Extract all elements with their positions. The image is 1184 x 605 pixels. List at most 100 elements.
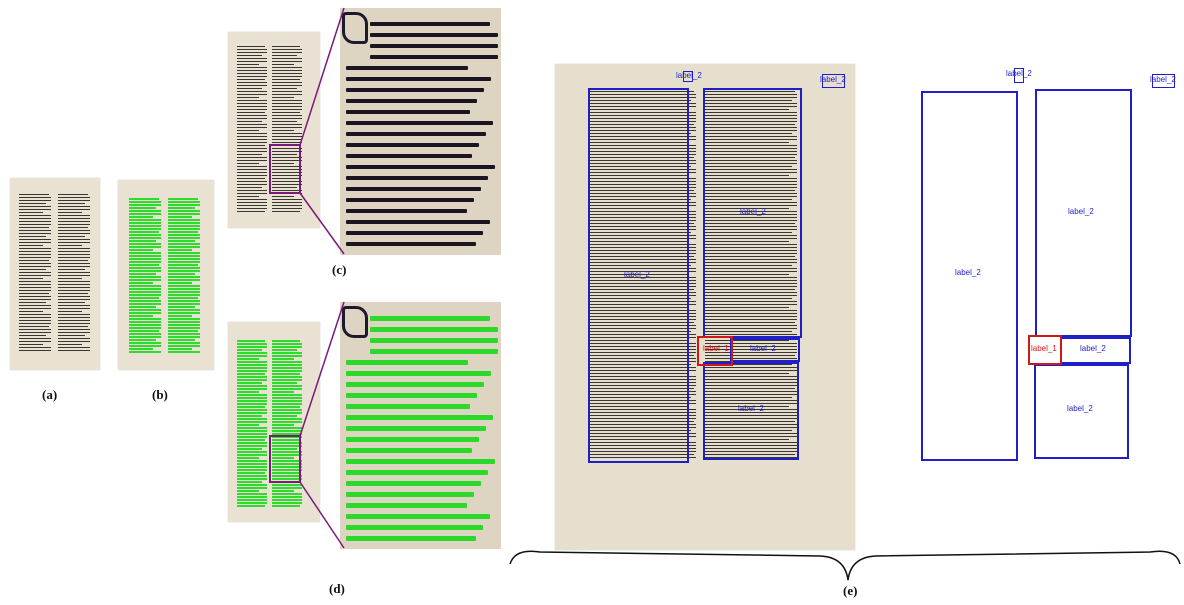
text-line [19, 269, 46, 270]
text-line [19, 212, 43, 213]
zoomed-text-line [346, 437, 479, 442]
text-line [129, 243, 161, 245]
text-line [19, 344, 43, 345]
text-line [168, 210, 200, 212]
text-line [705, 232, 792, 233]
text-line [58, 323, 90, 324]
text-line [705, 286, 797, 287]
text-line [272, 463, 302, 465]
text-line [237, 466, 267, 468]
text-line [590, 91, 694, 92]
zoomed-text-line [346, 415, 493, 420]
text-line [590, 421, 694, 422]
text-line [590, 451, 696, 452]
text-line [705, 109, 789, 110]
text-line [237, 136, 267, 137]
text-line [272, 478, 302, 480]
text-line [272, 358, 294, 360]
text-line [590, 262, 696, 263]
text-line [237, 448, 262, 450]
text-line [272, 340, 300, 342]
text-line [58, 290, 90, 291]
text-line [58, 281, 90, 282]
text-line [168, 273, 195, 275]
layout-box-initial [1028, 335, 1062, 365]
text-line [237, 487, 267, 489]
text-line [705, 391, 797, 392]
text-line [705, 394, 797, 395]
text-line [237, 139, 267, 140]
zoomed-text-line [346, 154, 472, 158]
text-line [129, 342, 161, 344]
text-line [705, 115, 797, 116]
text-line [237, 76, 267, 77]
text-line [237, 85, 267, 86]
text-line [705, 325, 797, 326]
text-line [705, 349, 797, 350]
text-line [58, 254, 90, 255]
text-line [705, 181, 797, 182]
text-line [590, 412, 696, 413]
text-line [129, 270, 161, 272]
caption-c: (c) [332, 262, 347, 277]
text-line [129, 210, 161, 212]
text-line [129, 288, 161, 290]
text-line [705, 439, 789, 440]
text-line [237, 112, 265, 113]
text-line [58, 317, 90, 318]
text-line [168, 315, 192, 317]
text-line [705, 202, 797, 203]
text-line [272, 499, 302, 501]
photo-box-left-column [588, 88, 689, 463]
text-line [168, 264, 198, 266]
text-line [590, 289, 694, 290]
text-line [590, 373, 688, 374]
zoomed-text-line [370, 349, 498, 354]
text-line [129, 225, 161, 227]
text-line [272, 130, 294, 131]
text-line [590, 145, 696, 146]
text-line [237, 73, 267, 74]
text-line [19, 272, 51, 273]
text-line [590, 208, 688, 209]
text-line [19, 245, 43, 246]
text-line [272, 70, 302, 71]
photo-label-initial: label_1 [703, 344, 729, 353]
text-line [272, 445, 302, 447]
text-line [129, 219, 161, 221]
text-line [237, 64, 259, 65]
text-line [272, 85, 302, 86]
text-line [590, 322, 694, 323]
text-line [237, 157, 267, 158]
text-line [590, 355, 694, 356]
zoomed-text-line [346, 143, 479, 147]
text-line [705, 379, 797, 380]
text-line [168, 294, 200, 296]
text-line [272, 343, 302, 345]
text-line [272, 457, 294, 459]
text-line [129, 234, 161, 236]
text-line [705, 385, 797, 386]
text-line [590, 232, 691, 233]
text-line [705, 448, 797, 449]
text-line [705, 445, 797, 446]
text-line [705, 97, 797, 98]
text-line [19, 230, 51, 231]
text-line [58, 194, 88, 195]
text-line [58, 266, 90, 267]
text-line [237, 490, 259, 492]
text-line [237, 169, 267, 170]
text-line [58, 212, 82, 213]
text-line [590, 280, 696, 281]
text-line [237, 442, 267, 444]
text-line [237, 454, 267, 456]
text-line [272, 415, 297, 417]
text-line [590, 124, 694, 125]
text-line [272, 88, 297, 89]
text-line [58, 305, 90, 306]
text-line [590, 241, 688, 242]
text-line [237, 175, 267, 176]
text-line [129, 204, 161, 206]
photo-label-right-bottom: label_2 [738, 404, 764, 413]
text-line [237, 373, 265, 375]
